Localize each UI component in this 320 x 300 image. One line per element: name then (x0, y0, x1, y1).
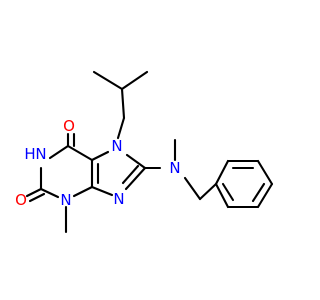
bond-ch-ch3-left (92, 70, 124, 91)
bond-c5-c6 (66, 144, 94, 162)
bond-n3-c4 (72, 185, 94, 198)
bond-c2-o (25, 187, 43, 198)
bond-namine-ch2 (183, 176, 202, 201)
bond-ch2-n7 (116, 116, 126, 140)
bond-ph-3 (256, 159, 274, 186)
bond-c6-n1 (48, 144, 70, 160)
bond-ph-6 (214, 182, 230, 209)
bond-ph-1 (214, 159, 230, 186)
bond-ch-ch3-right (120, 70, 149, 91)
atom-nitrogen-amine: N (169, 159, 180, 177)
bond-ch2-phenyl (198, 182, 218, 201)
bond-c8-n9 (124, 166, 147, 191)
bond-c2-n3 (39, 187, 60, 199)
bond-n9-c4 (90, 185, 114, 197)
bond-ph-inner-2 (251, 182, 266, 203)
bond-ch-ch2 (120, 87, 126, 120)
atom-hydrogen: H (24, 145, 35, 163)
bond-n7-c8 (125, 153, 147, 170)
atom-oxygen-left: O (15, 191, 27, 209)
atom-nitrogen-n3: N (60, 191, 71, 209)
atom-oxygen-top: O (63, 117, 75, 135)
bond-ph-4 (256, 182, 274, 209)
bond-c5-n7 (90, 150, 110, 162)
bond-c8-n9-double (121, 164, 140, 185)
bond-c2-o-double (28, 192, 46, 203)
atom-nitrogen-n7: N (111, 137, 122, 155)
molecule-structure: O O H N N N N N (15, 70, 274, 234)
atom-nitrogen-n9: N (113, 190, 124, 208)
atom-nitrogen-n1: N (35, 145, 46, 163)
bond-ph-inner-3 (221, 182, 235, 202)
structure-canvas: O O H N N N N N (15, 70, 274, 234)
